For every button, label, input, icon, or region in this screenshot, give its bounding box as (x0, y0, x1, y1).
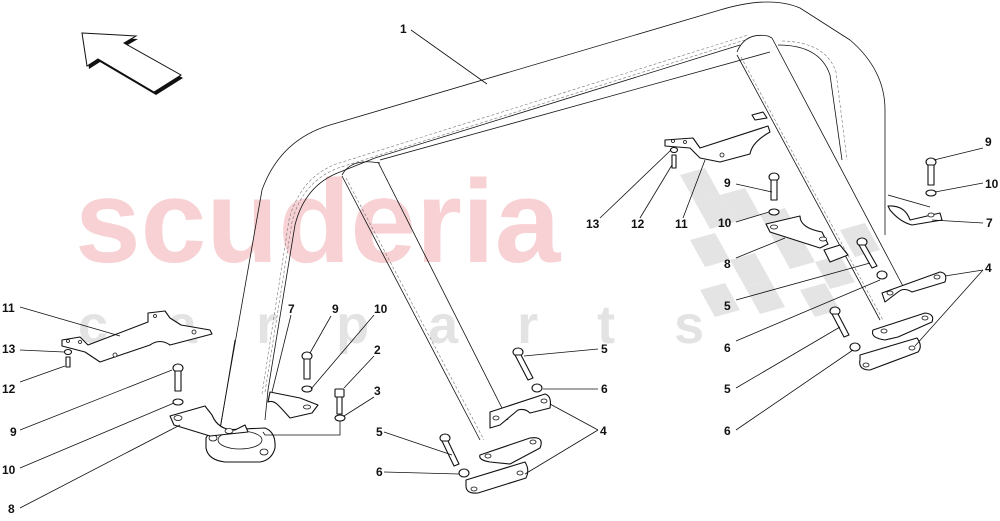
washer (334, 414, 346, 422)
callout-7-left: 7 (288, 302, 295, 316)
callout-labels: 1 2 3 4 4 5 5 5 5 6 6 6 6 7 7 8 8 9 9 9 … (2, 22, 999, 516)
washer-right-mid (768, 208, 780, 216)
screw-right-upper (856, 237, 878, 269)
callout-4-center: 4 (600, 424, 607, 438)
support-bracket-left (61, 310, 213, 363)
callout-9-right-far: 9 (985, 135, 992, 149)
callout-2: 2 (374, 343, 381, 357)
washer-center-lower (458, 468, 470, 478)
callout-10-right-mid: 10 (718, 216, 732, 230)
callout-10-right-far: 10 (985, 177, 999, 191)
washer-right-lower (849, 342, 861, 352)
callout-12-left: 12 (2, 382, 16, 396)
callout-4-right: 4 (985, 261, 992, 275)
callout-13-right: 13 (586, 217, 600, 231)
bracket-right (887, 194, 943, 226)
small-washer-left (63, 348, 73, 356)
callout-11-left: 11 (2, 301, 15, 315)
callout-5-center-lower: 5 (376, 425, 383, 439)
washer-center-upper (531, 383, 543, 393)
callout-7-right: 7 (986, 216, 993, 230)
callout-5-right-lower: 5 (724, 382, 731, 396)
bracket-left (267, 391, 319, 419)
roll-bar (205, 1, 906, 463)
screw-right-far (925, 157, 937, 186)
callout-1: 1 (400, 22, 407, 36)
screw-right-mid (768, 172, 780, 201)
washer-right-upper (876, 270, 888, 280)
callout-9-left-lower: 9 (10, 425, 17, 439)
callout-8-left: 8 (8, 502, 15, 516)
forward-direction-arrow-icon (81, 32, 183, 95)
callout-3: 3 (374, 384, 381, 398)
small-screw-right (671, 154, 677, 169)
callout-5-center-upper: 5 (601, 342, 608, 356)
small-washer-right (669, 146, 679, 154)
screw-left-mid (301, 351, 313, 380)
watermark-scuderia: scuderia (75, 156, 562, 288)
washer-right-far (925, 189, 937, 197)
callout-6-center-lower: 6 (376, 465, 383, 479)
bracket-plate-right (765, 215, 829, 249)
bolt (334, 388, 345, 415)
callout-8-right: 8 (724, 257, 731, 271)
callout-12-right: 12 (631, 217, 645, 231)
callout-6-right-lower: 6 (724, 424, 731, 438)
leader-lines (19, 29, 984, 509)
callout-9-right-mid: 9 (724, 176, 731, 190)
screw-center-lower (439, 433, 460, 467)
washer-left-lower (172, 398, 184, 406)
callout-6-right-upper: 6 (724, 341, 731, 355)
callout-10-left-lower: 10 (2, 463, 16, 477)
small-screw-left (65, 356, 71, 368)
clamp-plates-center (465, 393, 551, 494)
washer-left-mid (301, 385, 313, 393)
screw-center-upper (512, 347, 534, 381)
callout-13-left: 13 (2, 342, 16, 356)
support-bracket-right (664, 111, 771, 163)
callout-5-right-upper: 5 (724, 299, 731, 313)
clamp-plates-right (859, 271, 947, 371)
callout-11-right: 11 (675, 217, 688, 231)
watermark: scuderia c a r p a r t s (75, 156, 880, 355)
bracket-plate-left (169, 405, 249, 437)
callout-9-left-mid: 9 (332, 302, 339, 316)
screw-left-lower (172, 363, 184, 392)
callout-10-left-mid: 10 (374, 302, 388, 316)
bracket-foot-right (823, 244, 849, 263)
screw-right-lower (829, 306, 850, 338)
callout-6-center-upper: 6 (601, 382, 608, 396)
